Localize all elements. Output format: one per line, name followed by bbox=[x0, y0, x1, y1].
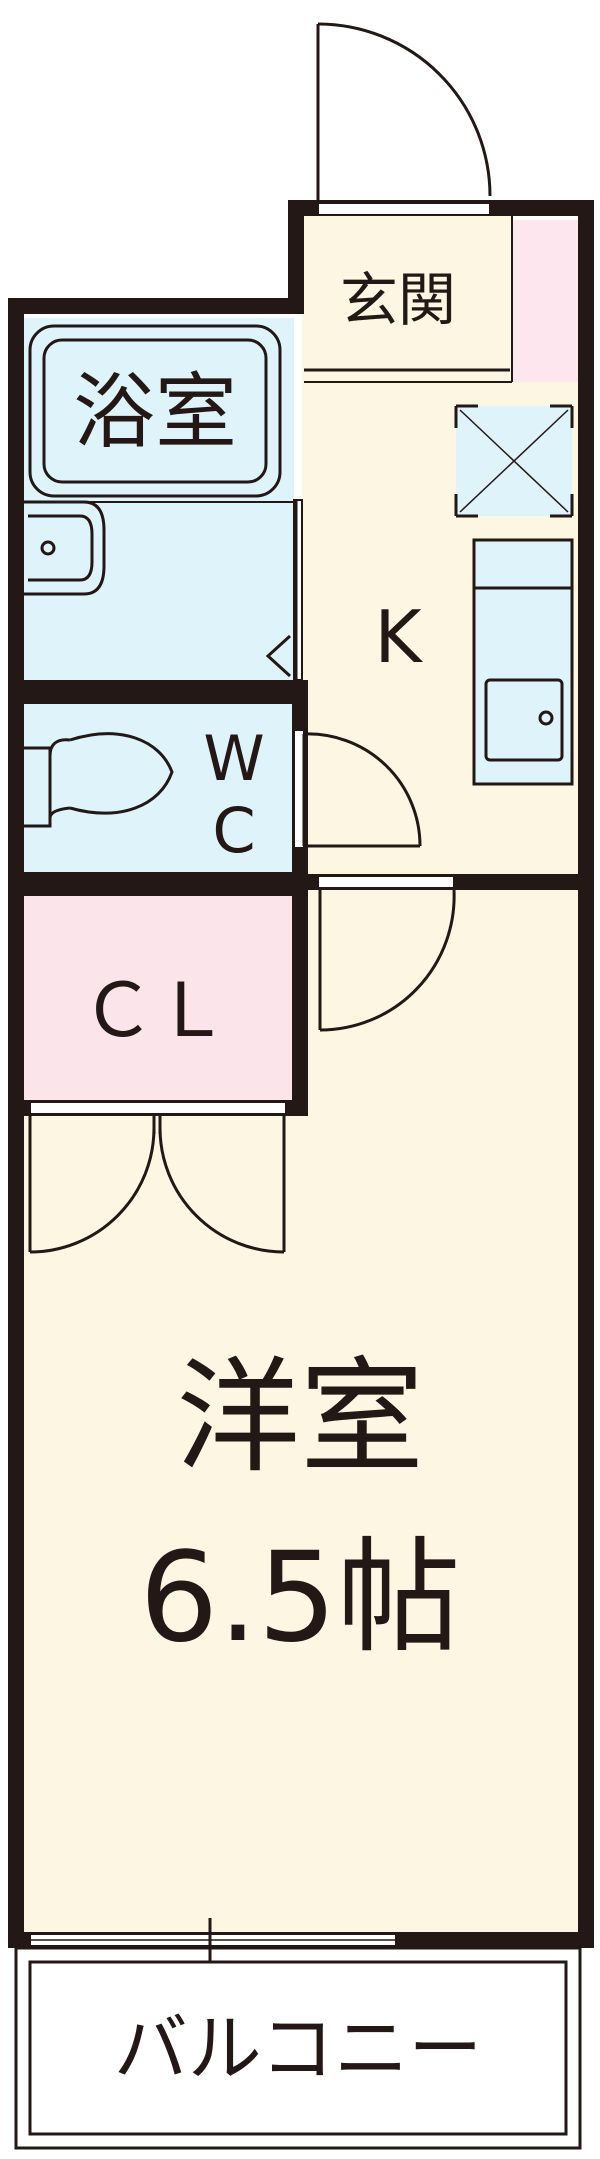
shoe-box bbox=[512, 220, 582, 382]
closet-floor bbox=[22, 896, 294, 1106]
wc-floor bbox=[22, 704, 294, 872]
entrance-label: 玄関 bbox=[340, 266, 456, 334]
toilet bbox=[24, 732, 174, 828]
closet-label: ＣＬ bbox=[81, 968, 229, 1054]
kitchen-label: K bbox=[374, 595, 423, 679]
wc-door bbox=[302, 732, 422, 848]
balcony bbox=[14, 1946, 582, 2150]
room-fills bbox=[22, 205, 584, 1932]
bath-door bbox=[265, 500, 298, 680]
bath-label: 浴室 bbox=[73, 365, 237, 460]
entrance-floor bbox=[302, 205, 512, 382]
kitchen-counter bbox=[472, 538, 574, 786]
balcony-label: バルコニー bbox=[114, 2006, 483, 2092]
wc-label-w: W bbox=[203, 722, 264, 795]
washbasin bbox=[24, 500, 106, 596]
western-room-label: 洋室 bbox=[176, 1346, 424, 1490]
bath-floor bbox=[22, 318, 294, 680]
ventilation bbox=[454, 404, 574, 518]
western-room-size: 6.5帖 bbox=[139, 1526, 460, 1670]
balcony-window bbox=[30, 1918, 396, 1962]
closet-doors bbox=[28, 1116, 286, 1254]
bathtub bbox=[28, 324, 282, 498]
western-room-floor-upper bbox=[302, 890, 584, 1120]
western-room-floor bbox=[22, 1106, 584, 1932]
room-door bbox=[318, 889, 456, 1032]
entrance-door bbox=[316, 22, 492, 203]
wc-label-c: C bbox=[212, 794, 255, 867]
